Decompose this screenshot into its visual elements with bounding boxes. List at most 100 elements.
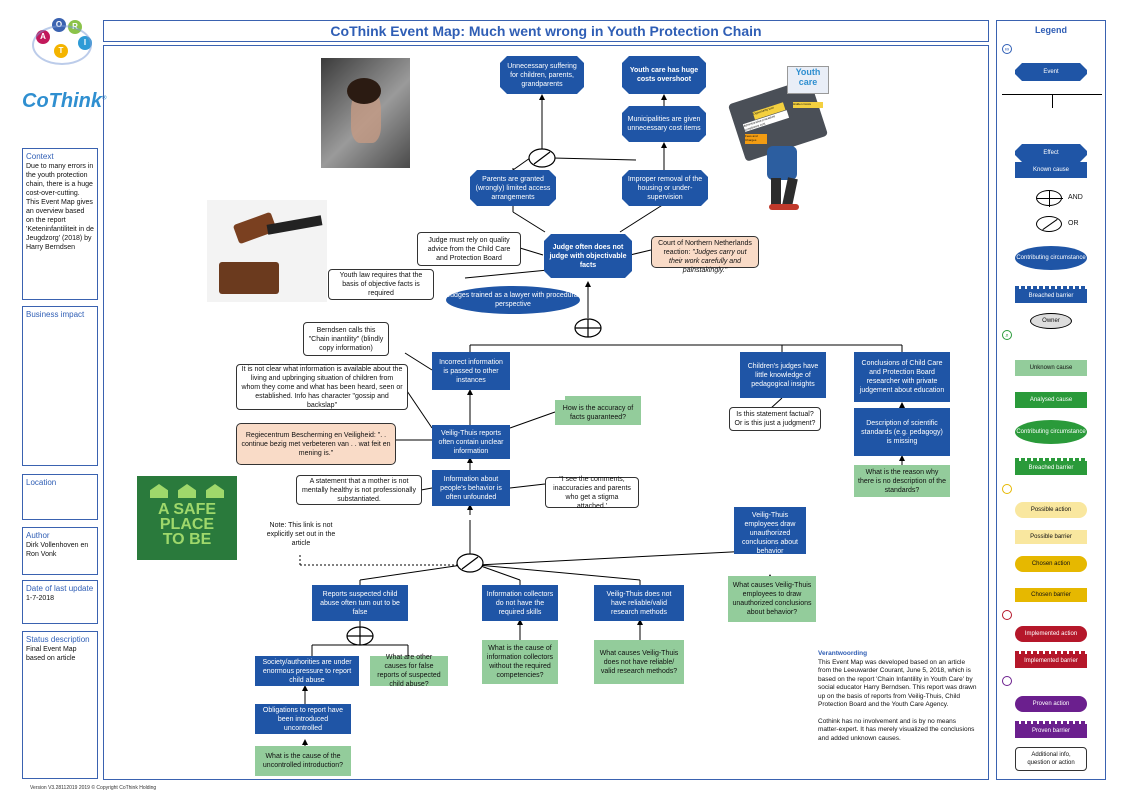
context-label: Context: [26, 152, 54, 161]
society-pressure-cause: Society/authorities are under enormous p…: [255, 656, 359, 686]
tools-icon: [1002, 610, 1012, 620]
location-label: Location: [26, 478, 57, 487]
cothink-wordmark: CoThink®: [22, 90, 107, 112]
what-causes-employees-unknown: What causes Veilig-Thuis employees to dr…: [728, 576, 816, 622]
verantwoording-block: Verantwoording This Event Map was develo…: [818, 650, 978, 743]
legend-purple-barrier-stripe: [1015, 721, 1087, 724]
legend-event: Event: [1015, 63, 1087, 81]
other-causes-unknown: What are other causes for false reports …: [370, 654, 448, 688]
legend-chosen-action: Chosen action: [1015, 556, 1087, 572]
what-causes-no-methods-unknown: What causes Veilig-Thuis does not have r…: [594, 640, 684, 684]
date-text: 1-7-2018: [26, 595, 55, 602]
author-label: Author: [26, 531, 50, 540]
author-box: Author Dirk Vollenhoven en Ron Vonk: [22, 527, 98, 575]
chart-icon: [1002, 676, 1012, 686]
cause-collectors-unknown: What is the cause of information collect…: [482, 640, 558, 684]
author-text: Dirk Vollenhoven en Ron Vonk: [26, 542, 89, 558]
legend-owner: Owner: [1030, 313, 1072, 329]
verantwoording-p2: Cothink has no involvement and is by no …: [818, 717, 975, 742]
legend-and: AND: [1068, 194, 1083, 201]
and-gate-icon: [1036, 190, 1063, 207]
legend-proven-barrier: Proven barrier: [1015, 724, 1087, 738]
youth-law-callout: Youth law requires that the basis of obj…: [328, 269, 434, 300]
legend-title: Legend: [1034, 25, 1067, 35]
improper-removal-effect: Improper removal of the housing or under…: [622, 170, 708, 206]
legend-implemented-action: Implemented action: [1015, 626, 1087, 642]
legend-barrier-stripe: [1015, 286, 1087, 289]
i-see-comments-callout: "I see the comments, inaccuracies and pa…: [545, 476, 639, 510]
is-statement-factual-callout: Is this statement factual? Or is this ju…: [729, 407, 821, 431]
judges-trained-circumstance: Judges trained as a lawyer with procedur…: [446, 286, 580, 314]
business-impact-label: Business impact: [26, 310, 85, 319]
veilig-employees-cause: Veilig-Thuis employees draw unauthorized…: [734, 512, 806, 555]
status-label: Status description: [26, 635, 90, 644]
court-quote: "Judges carry out their work carefully a…: [669, 249, 747, 274]
parents-granted-effect: Parents are granted (wrongly) limited ac…: [470, 170, 556, 206]
reports-suspected-cause: Reports suspected child abuse often turn…: [312, 585, 408, 621]
regiecentrum-callout: Regiecentrum Bescherming en Veiligheid: …: [236, 423, 396, 465]
photo-gavel: [207, 200, 327, 302]
legend-green-barrier-stripe: [1015, 458, 1087, 461]
date-label: Date of last update: [26, 584, 94, 593]
judge-quality-callout: Judge must rely on quality advice from t…: [417, 232, 521, 266]
conclusions-board-cause: Conclusions of Child Care and Protection…: [854, 352, 950, 402]
footer-copyright: Version V3.28112019 2019 © Copyright CoT…: [30, 785, 157, 791]
obligations-cause: Obligations to report have been introduc…: [255, 704, 351, 734]
court-title: Court of Northern Netherlands reaction:: [658, 240, 752, 256]
cause-uncontrolled-unknown: What is the cause of the uncontrolled in…: [255, 746, 351, 776]
incorrect-info-cause: Incorrect information is passed to other…: [432, 352, 510, 390]
or-gate-icon: [1036, 216, 1062, 232]
info-unfounded-cause: Information about people's behavior is o…: [432, 470, 510, 506]
page-title: CoThink Event Map: Much went wrong in Yo…: [103, 20, 989, 42]
binoculars-icon: ∞: [1002, 44, 1012, 54]
map-frame: [103, 45, 989, 780]
context-text: Due to many errors in the youth protecti…: [26, 163, 94, 251]
legend-contributing-green: Contributing circumstance: [1015, 420, 1087, 444]
legend-red-barrier-stripe: [1015, 651, 1087, 654]
box-label-4: Fees and Charges: [745, 134, 767, 144]
veilig-no-methods-cause: Veilig-Thuis does not have reliable/vali…: [594, 585, 684, 621]
note-link-text: Note: This link is not explicitly set ou…: [258, 521, 344, 553]
legend-implemented-barrier: Implemented barrier: [1015, 654, 1087, 668]
berndsen-callout: Berndsen calls this "Chain inantility" (…: [303, 322, 389, 356]
context-box: Context Due to many errors in the youth …: [22, 148, 98, 300]
verantwoording-heading: Verantwoording: [818, 650, 868, 657]
legend-known-cause: Known cause: [1015, 162, 1087, 178]
suffering-effect: Unnecessary suffering for children, pare…: [500, 56, 584, 94]
status-box: Status description Final Event Map based…: [22, 631, 98, 779]
reason-no-description-unknown: What is the reason why there is no descr…: [854, 465, 950, 497]
legend-panel: [996, 20, 1106, 780]
photo-sad-girl: [321, 58, 410, 168]
verantwoording-p1: This Event Map was developed based on an…: [818, 658, 977, 709]
status-text: Final Event Map based on article: [26, 646, 77, 662]
not-clear-callout: It is not clear what information is avai…: [236, 364, 408, 410]
sign-line-3: TO BE: [162, 531, 212, 548]
search-icon: ⌕: [1002, 330, 1012, 340]
legend-breached-barrier: Breached barrier: [1015, 289, 1087, 303]
date-box: Date of last update 1-7-2018: [22, 580, 98, 624]
court-reaction-callout: Court of Northern Netherlands reaction: …: [651, 236, 759, 274]
description-standards-cause: Description of scientific standards (e.g…: [854, 408, 950, 456]
legend-analysed-cause: Analysed cause: [1015, 392, 1087, 408]
location-box: Location: [22, 474, 98, 520]
legend-chosen-barrier: Chosen barrier: [1015, 588, 1087, 602]
logo-ring: [32, 25, 92, 65]
legend-contributing: Contributing circumstance: [1015, 246, 1087, 270]
cothink-logo: O R A I T: [30, 18, 100, 80]
legend-additional-info: Additional info, question or action: [1015, 747, 1087, 771]
statement-mother-callout: A statement that a mother is not mentall…: [296, 475, 422, 505]
business-impact-box: Business impact: [22, 306, 98, 466]
childrens-judges-cause: Children's judges have little knowledge …: [740, 352, 826, 398]
accuracy-unknown-cause: How is the accuracy of facts guaranteed?: [555, 400, 641, 425]
veilig-reports-cause: Veilig-Thuis reports often contain uncle…: [432, 425, 510, 459]
info-collectors-cause: Information collectors do not have the r…: [482, 585, 558, 621]
legend-proven-action: Proven action: [1015, 696, 1087, 712]
sign-line-2: PLACE: [159, 516, 215, 533]
costs-overshoot-effect: Youth care has huge costs overshoot: [622, 56, 706, 94]
legend-unknown-cause: Unknown cause: [1015, 360, 1087, 376]
legend-possible-barrier: Possible barrier: [1015, 530, 1087, 544]
youth-care-label: Youth care: [787, 66, 829, 94]
legend-or: OR: [1068, 220, 1079, 227]
box-label-2: Hidden Costs: [793, 102, 823, 108]
bulb-icon: [1002, 484, 1012, 494]
